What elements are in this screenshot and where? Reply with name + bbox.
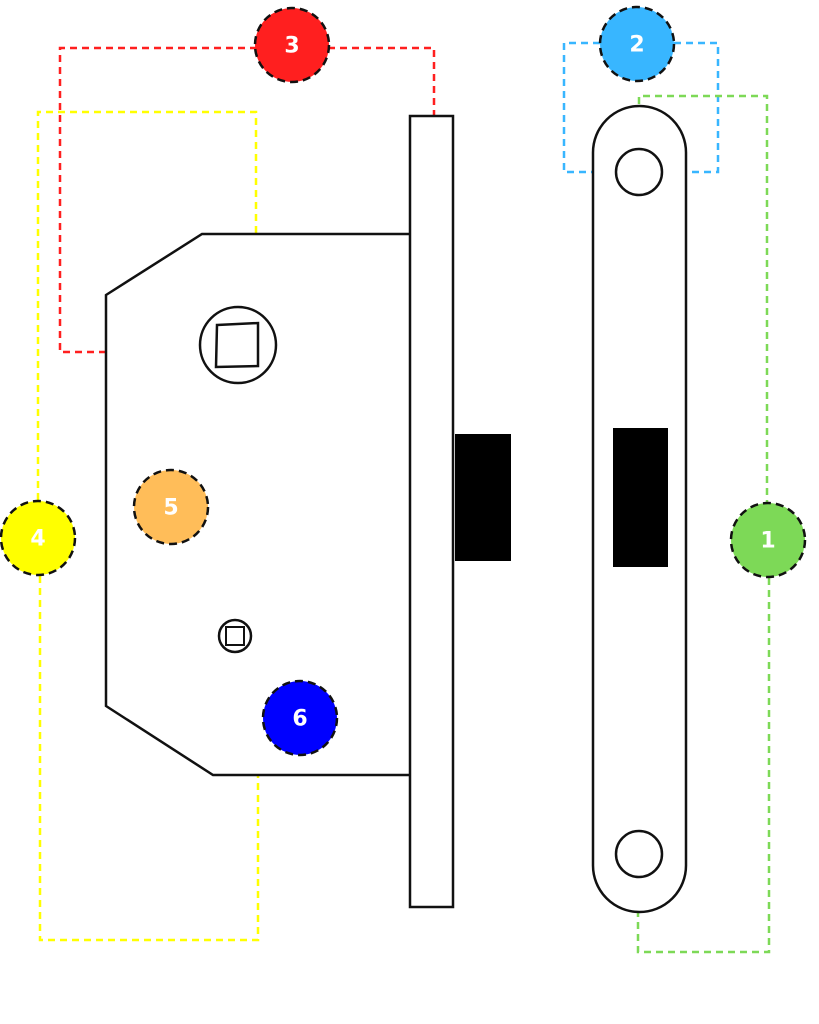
strike-opening — [613, 428, 668, 567]
marker-label: 4 — [30, 527, 45, 552]
marker-2: 2 — [598, 5, 676, 83]
marker-3: 3 — [253, 6, 331, 84]
marker-label: 1 — [760, 529, 775, 554]
spindle-square — [214, 321, 260, 369]
leader-line-3 — [58, 46, 436, 354]
marker-circle — [0, 499, 77, 577]
marker-label: 3 — [284, 34, 299, 59]
marker-6: 6 — [261, 679, 339, 757]
small-follower-square — [225, 626, 245, 646]
small-follower — [217, 618, 253, 654]
marker-label: 6 — [292, 707, 307, 732]
leader-line-4-lower — [38, 576, 260, 942]
strike-screw-hole-bottom — [614, 829, 664, 879]
latch-bolt — [455, 434, 511, 561]
marker-label: 5 — [163, 496, 178, 521]
marker-circle — [253, 6, 331, 84]
strike-screw-hole-top — [614, 147, 664, 197]
marker-circle — [598, 5, 676, 83]
marker-circle — [132, 468, 210, 546]
lock-case — [104, 232, 410, 777]
marker-label: 2 — [629, 33, 644, 58]
marker-4: 4 — [0, 499, 77, 577]
leader-line-2 — [562, 41, 720, 174]
marker-5: 5 — [132, 468, 210, 546]
leader-line-1 — [636, 94, 771, 954]
spindle-follower — [198, 305, 278, 385]
marker-circle — [729, 501, 807, 579]
marker-1: 1 — [729, 501, 807, 579]
leader-line-4-upper — [36, 110, 258, 500]
forend-plate — [408, 114, 455, 909]
marker-circle — [261, 679, 339, 757]
